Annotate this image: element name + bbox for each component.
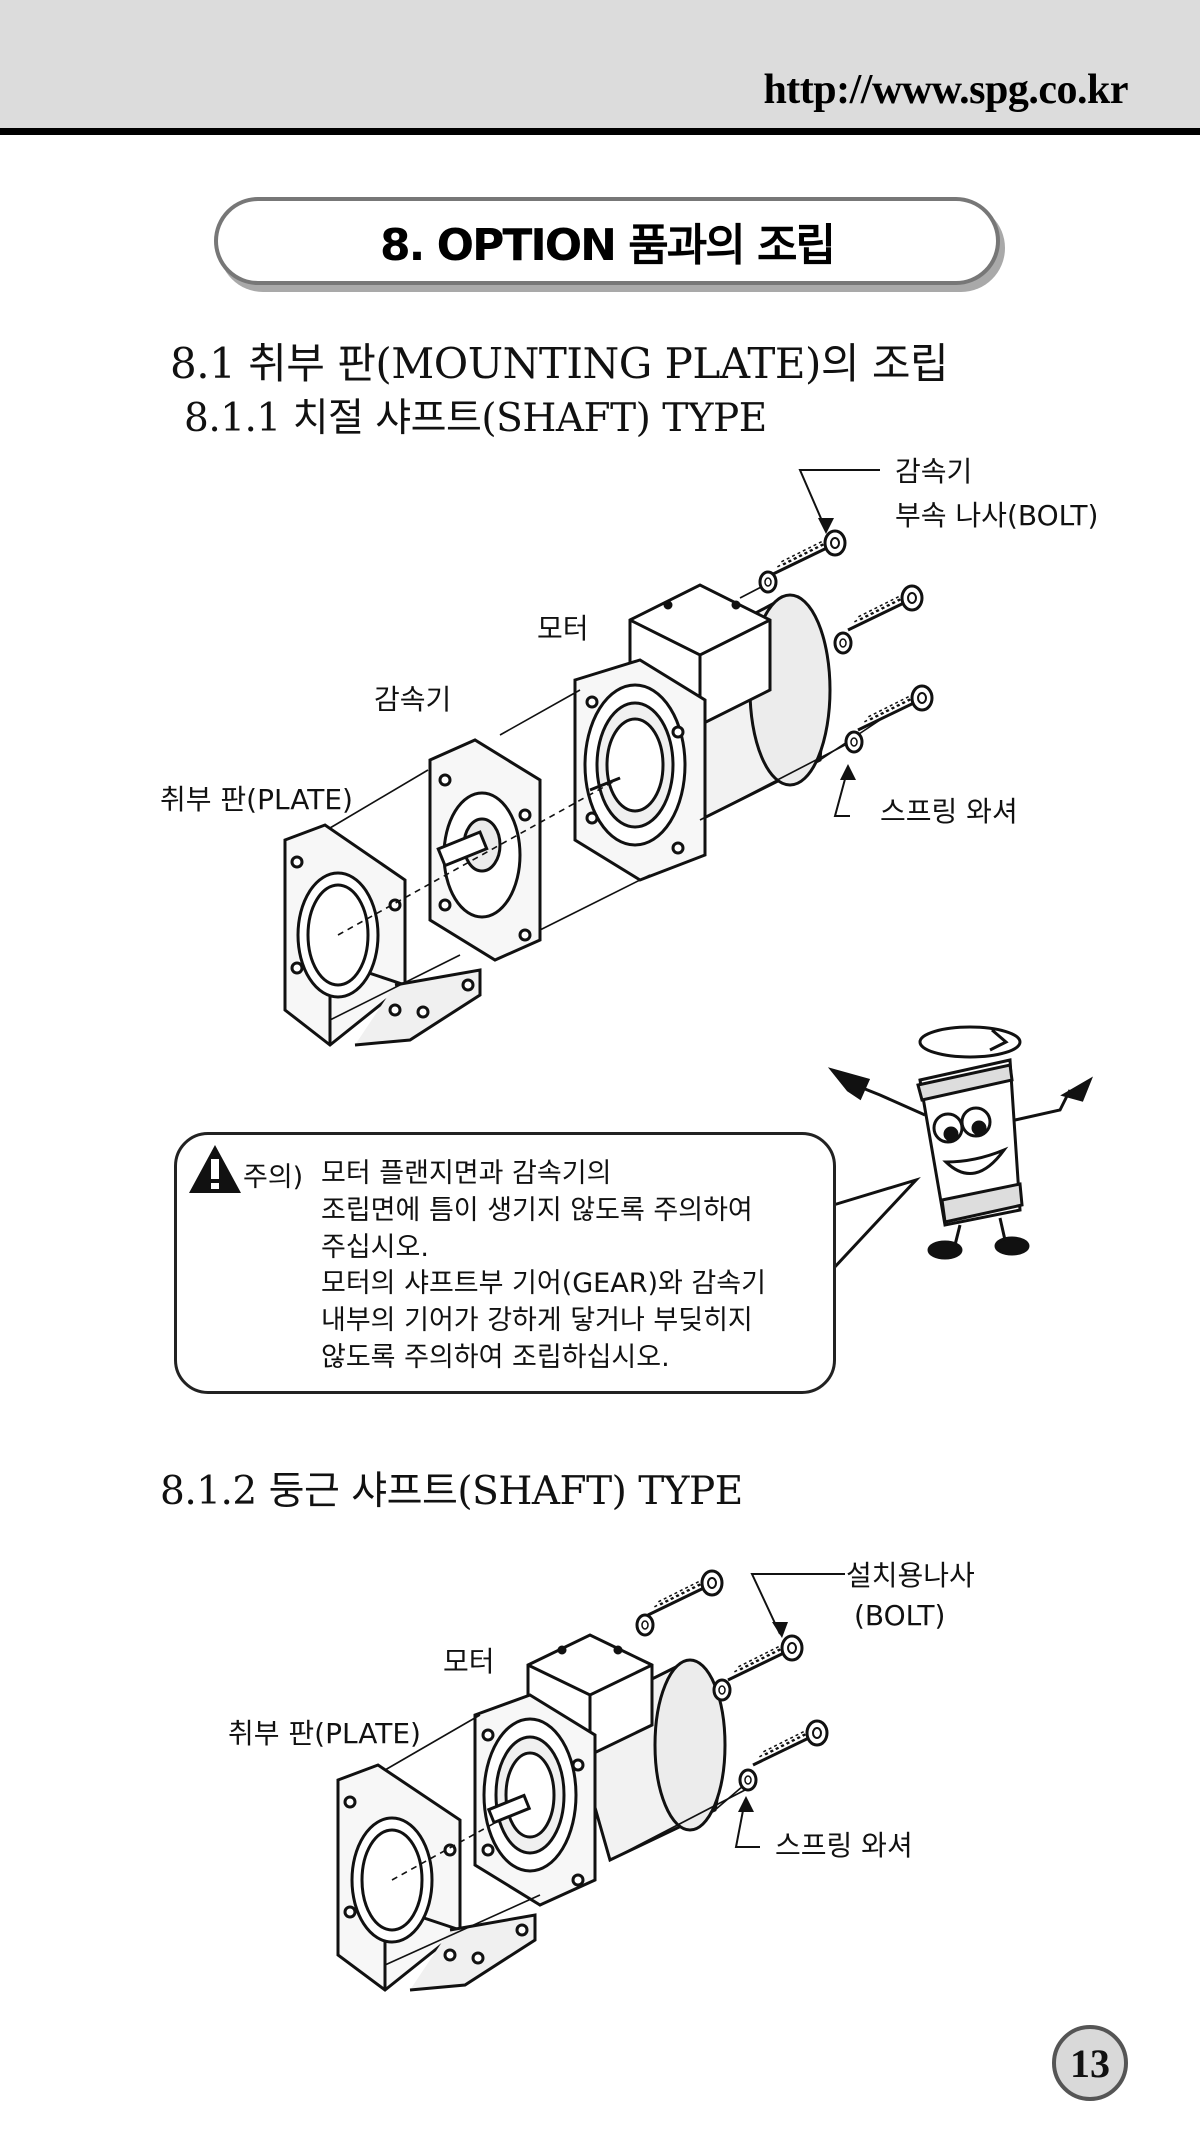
chapter-title-box: 8. OPTION 품과의 조립 xyxy=(214,197,1000,285)
notice-line: 내부의 기어가 강하게 닿거나 부딪히지 xyxy=(321,1305,753,1336)
notice-paragraph-1: 모터 플랜지면과 감속기의 조립면에 틈이 생기지 않도록 주의하여 주십시오. xyxy=(321,1155,753,1266)
label-motor-2: 모터 xyxy=(443,1645,495,1678)
mascot-character xyxy=(827,1025,1094,1260)
section-heading-8-1-2: 8.1.2 둥근 샤프트(SHAFT) TYPE xyxy=(160,1469,743,1514)
warning-icon xyxy=(189,1145,241,1193)
label-install-bolt-line2: (BOLT) xyxy=(854,1599,946,1632)
section-heading-8-1: 8.1 취부 판(MOUNTING PLATE)의 조립 xyxy=(170,339,949,388)
notice-line: 않도록 주의하여 조립하십시오. xyxy=(321,1342,670,1373)
label-spring-washer-2: 스프링 와셔 xyxy=(775,1829,913,1862)
notice-line: 모터의 샤프트부 기어(GEAR)와 감속기 xyxy=(321,1268,766,1299)
chapter-title: 8. OPTION 품과의 조립 xyxy=(380,220,836,271)
label-mounting-plate-2: 취부 판(PLATE) xyxy=(228,1717,421,1750)
website-url: http://www.spg.co.kr xyxy=(763,67,1128,113)
diagram-8-1-2 xyxy=(336,1633,751,1992)
page-number: 13 xyxy=(1052,2025,1128,2101)
label-motor: 모터 xyxy=(537,612,589,645)
notice-line: 모터 플랜지면과 감속기의 xyxy=(321,1158,612,1189)
notice-paragraph-2: 모터의 샤프트부 기어(GEAR)와 감속기 내부의 기어가 강하게 닿거나 부… xyxy=(321,1265,766,1376)
section-heading-8-1-1: 8.1.1 치절 샤프트(SHAFT) TYPE xyxy=(184,396,767,441)
label-spring-washer: 스프링 와셔 xyxy=(880,795,1018,828)
header-band: http://www.spg.co.kr xyxy=(0,0,1200,135)
label-gearbox-bolt-line1: 감속기 xyxy=(895,455,973,488)
notice-prefix: 주의) xyxy=(243,1162,304,1193)
diagram-8-1-1 xyxy=(283,583,881,1047)
notice-line: 조립면에 틈이 생기지 않도록 주의하여 xyxy=(321,1195,753,1226)
label-install-bolt-line1: 설치용나사 xyxy=(846,1559,975,1592)
label-mounting-plate: 취부 판(PLATE) xyxy=(160,783,353,816)
label-gearbox: 감속기 xyxy=(374,683,452,716)
notice-line: 주십시오. xyxy=(321,1232,429,1263)
caution-notice: 주의) 모터 플랜지면과 감속기의 조립면에 틈이 생기지 않도록 주의하여 주… xyxy=(174,1132,836,1394)
label-gearbox-bolt-line2: 부속 나사(BOLT) xyxy=(895,499,1099,532)
